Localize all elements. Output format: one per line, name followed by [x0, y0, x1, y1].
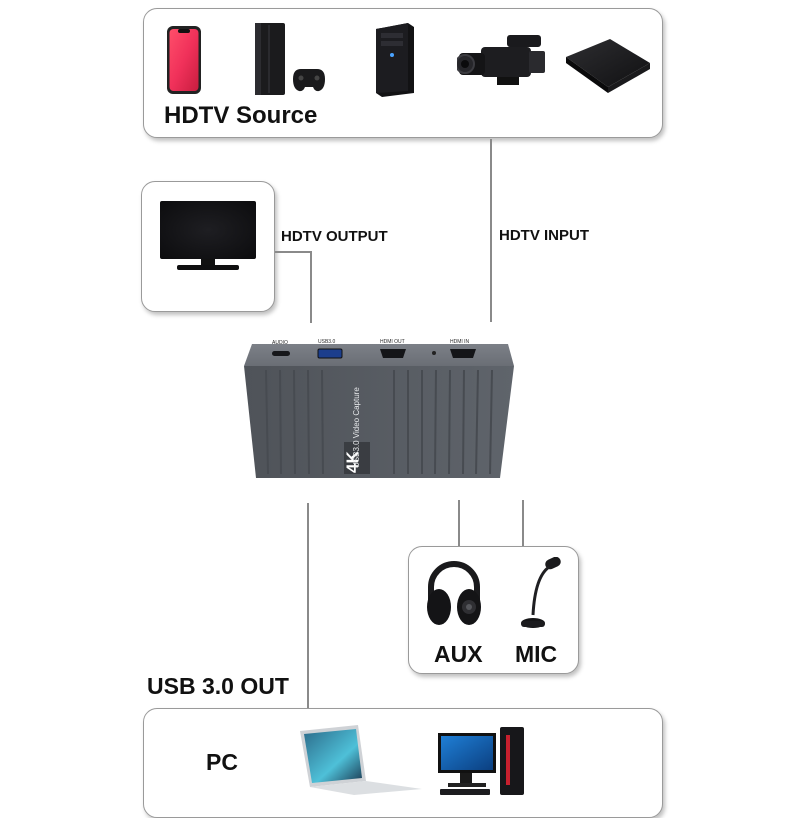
port-label-hdmi-in: HDMI IN: [450, 339, 470, 345]
desktop-tower-icon: [372, 21, 418, 97]
line-aux: [458, 500, 460, 548]
capture-product-text: USB3.0 Video Capture: [352, 387, 361, 468]
laptop-icon: [296, 723, 426, 797]
capture-device: 4K USB3.0 Video Capture AUDIO USB3.0 HDM…: [244, 338, 520, 484]
line-mic: [522, 500, 524, 548]
line-output-horizontal: [275, 251, 311, 253]
port-label-hdmi-out: HDMI OUT: [380, 339, 405, 345]
port-label-audio: AUDIO: [272, 340, 288, 346]
line-output-vertical: [310, 251, 312, 323]
pc-box: PC: [143, 708, 663, 818]
microphone-icon: [519, 557, 565, 633]
game-console-icon: [249, 21, 329, 97]
hdtv-output-box: [141, 181, 275, 312]
tv-box-icon: [562, 37, 654, 97]
port-label-usb: USB3.0: [318, 339, 336, 345]
desktop-pc-icon: [436, 725, 528, 799]
mic-label: MIC: [515, 641, 558, 667]
camcorder-icon: [457, 29, 549, 91]
headphones-icon: [425, 557, 483, 631]
line-source-to-input: [490, 139, 492, 322]
line-usb-out: [307, 503, 309, 711]
pc-label: PC: [206, 749, 238, 775]
monitor-icon: [159, 200, 257, 274]
hdtv-source-box: HDTV Source: [143, 8, 663, 138]
audio-box: AUX MIC: [408, 546, 579, 674]
hdtv-output-label: HDTV OUTPUT: [281, 228, 388, 245]
hdtv-source-title: HDTV Source: [164, 102, 318, 129]
aux-label: AUX: [434, 641, 483, 667]
usb-out-label: USB 3.0 OUT: [147, 673, 289, 699]
hdtv-input-label: HDTV INPUT: [499, 227, 589, 244]
smartphone-icon: [166, 25, 202, 95]
